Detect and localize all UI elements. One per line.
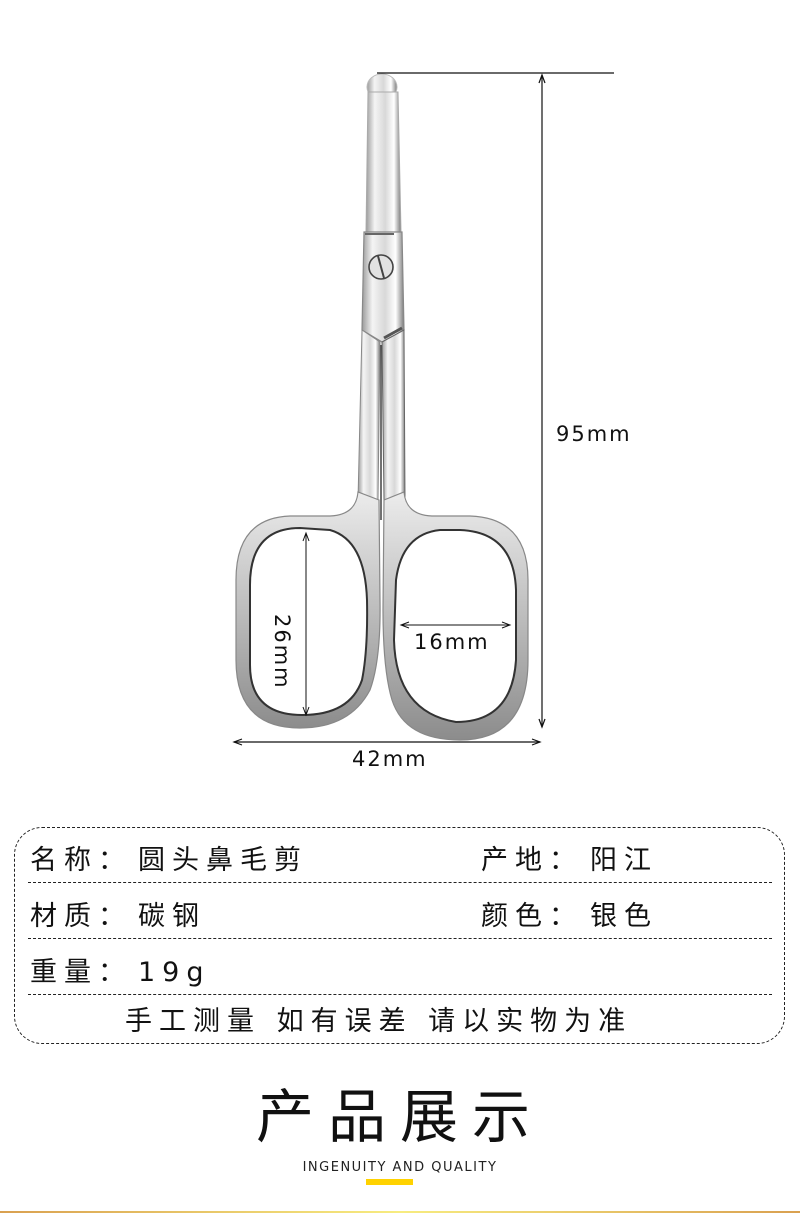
spec-table — [14, 827, 785, 1044]
spec-divider — [28, 994, 772, 995]
spec-divider — [28, 882, 772, 883]
spec-name-value: 圆头鼻毛剪 — [138, 845, 308, 876]
bottom-divider — [0, 1211, 800, 1213]
spec-weight-value: 19g — [138, 957, 211, 988]
section-subtitle: INGENUITY AND QUALITY — [302, 1160, 498, 1175]
spec-material-label: 材质： — [30, 901, 132, 932]
scissors-illustration — [232, 72, 614, 746]
spec-material-value: 碳钢 — [138, 901, 206, 932]
spec-name-label: 名称： — [30, 845, 132, 876]
spec-divider — [28, 938, 772, 939]
accent-bar — [366, 1179, 413, 1185]
spec-color-label: 颜色： — [481, 901, 583, 932]
spec-weight-label: 重量： — [30, 957, 132, 988]
dimension-width-label: 42mm — [352, 747, 428, 771]
dimension-ring-height-label: 26mm — [270, 614, 294, 690]
spec-color-value: 银色 — [590, 901, 658, 932]
dimension-ring-width-label: 16mm — [414, 630, 490, 654]
product-diagram: 95mm 42mm 26mm 16mm — [232, 72, 632, 771]
dimension-length-label: 95mm — [556, 422, 632, 446]
spec-origin-value: 阳江 — [590, 845, 658, 876]
spec-note: 手工测量 如有误差 请以实物为准 — [125, 1006, 633, 1037]
section-title: 产品展示 — [255, 1083, 544, 1151]
spec-origin-label: 产地： — [481, 845, 583, 876]
